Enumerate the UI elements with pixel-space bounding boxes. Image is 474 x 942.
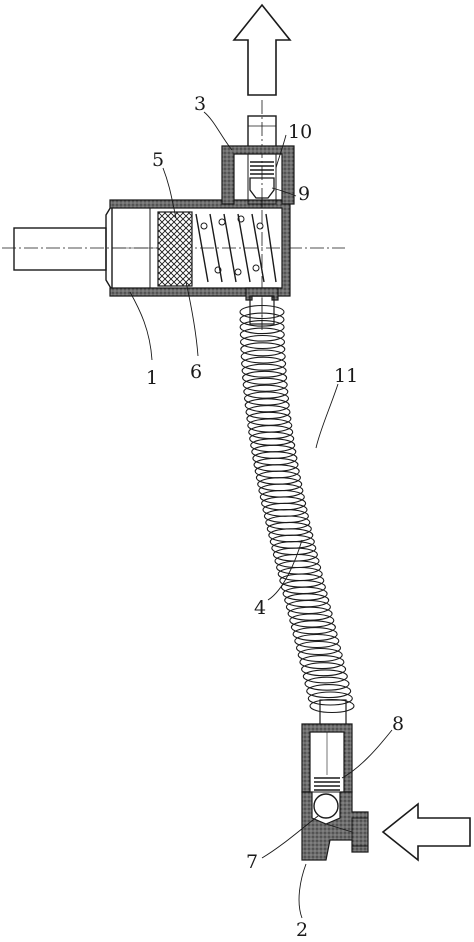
label-part-10: 10	[288, 121, 312, 143]
inlet-arrow	[381, 802, 471, 862]
housing	[13, 199, 291, 297]
hose-coil	[309, 698, 355, 714]
inlet-valve-body	[301, 699, 369, 861]
housing-spring	[195, 213, 277, 283]
hose-coil	[239, 334, 286, 350]
hose-coil	[243, 384, 289, 399]
hose-coil	[239, 312, 285, 327]
hose-coil	[243, 391, 290, 406]
hose-coil	[304, 676, 350, 691]
label-part-11: 11	[334, 365, 358, 387]
hose-coil	[294, 633, 340, 649]
label-part-3: 3	[194, 93, 206, 115]
hose-coil	[239, 327, 285, 342]
hose-coil	[295, 640, 342, 656]
check-ball	[313, 793, 339, 819]
outlet-valve-spring	[250, 161, 274, 175]
hose-coil	[297, 647, 343, 663]
filter-element	[157, 211, 193, 287]
hose-coil	[289, 613, 335, 628]
outlet-valve-body	[221, 115, 295, 208]
hose-coil	[239, 304, 285, 320]
hose-coil	[302, 669, 348, 684]
hose-coil	[285, 599, 331, 615]
inlet-valve-spring	[314, 777, 340, 791]
corrugated-hose	[239, 304, 355, 714]
hose-coil	[240, 342, 286, 357]
label-part-7: 7	[246, 851, 258, 873]
hose-connector-top	[245, 287, 279, 325]
hose-coil	[290, 620, 336, 635]
label-part-8: 8	[392, 713, 404, 735]
hose-coil	[301, 662, 347, 677]
hose-coil	[241, 363, 287, 378]
label-part-5: 5	[152, 149, 164, 171]
label-part-1: 1	[146, 367, 158, 389]
label-part-9: 9	[298, 183, 310, 205]
hose-coil	[241, 356, 287, 371]
leader-lines	[129, 111, 393, 919]
outlet-valve-seat	[249, 177, 275, 199]
label-part-6: 6	[190, 361, 202, 383]
hose-coil	[242, 370, 288, 385]
hose-coil	[307, 691, 353, 706]
hose-coil	[239, 320, 285, 335]
hose-coil	[306, 684, 352, 699]
hose-coil	[240, 349, 286, 364]
hose-coil	[242, 377, 288, 392]
label-part-4: 4	[254, 597, 266, 619]
outlet-arrow	[232, 3, 292, 96]
hose-coil	[287, 606, 333, 621]
hose-coil	[299, 655, 345, 670]
label-part-2: 2	[296, 919, 308, 941]
hose-coil	[292, 627, 338, 642]
